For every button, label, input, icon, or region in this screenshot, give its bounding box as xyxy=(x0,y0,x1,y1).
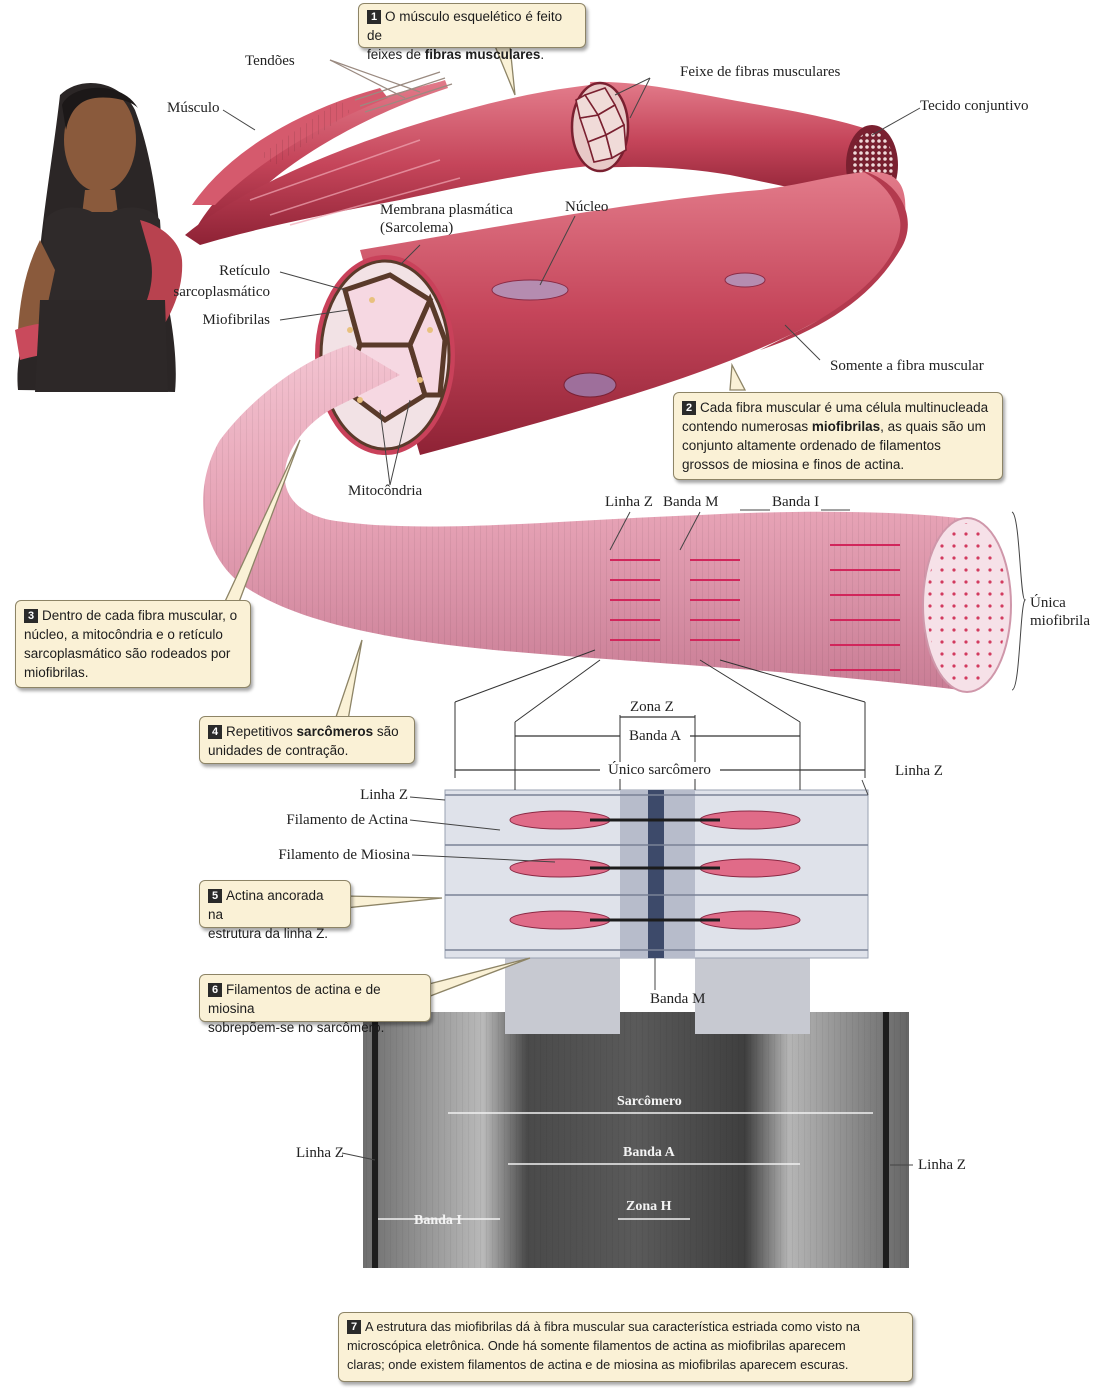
sarcoplasmic-reticulum-label-1: Retículo xyxy=(200,263,270,280)
callout-3-line-3: sarcoplasmático são rodeados por xyxy=(24,646,230,661)
callout-2-bold: miofibrilas xyxy=(812,419,880,434)
callout-4: 4 Repetitivos sarcômeros são unidades de … xyxy=(199,716,415,764)
callout-3-line-4: miofibrilas. xyxy=(24,665,89,680)
callout-4-line-2: unidades de contração. xyxy=(208,743,348,758)
electron-micrograph xyxy=(363,1012,909,1268)
callout-4-number: 4 xyxy=(208,725,222,739)
callout-2-line-2-post: , as quais são um xyxy=(880,419,986,434)
callout-7-line-3: claras; onde existem filamentos de actin… xyxy=(347,1357,848,1372)
callout-3: 3 Dentro de cada fibra muscular, o núcleo… xyxy=(15,600,251,688)
callout-6-number: 6 xyxy=(208,983,222,997)
micro-z-line-left-label: Linha Z xyxy=(296,1145,344,1162)
callout-4-pre: Repetitivos xyxy=(226,724,297,739)
actin-filament-label: Filamento de Actina xyxy=(248,812,408,829)
i-band-top-label: Banda I xyxy=(770,494,821,511)
callout-7-number: 7 xyxy=(347,1320,361,1334)
single-sarcomere-label: Único sarcômero xyxy=(604,762,715,779)
single-myofibril-label-1: Única xyxy=(1030,595,1066,612)
callout-6-line-1: Filamentos de actina e de miosina xyxy=(208,982,381,1016)
callout-3-line-1: Dentro de cada fibra muscular, o xyxy=(42,608,237,623)
callout-4-bold: sarcômeros xyxy=(297,724,374,739)
mitochondria-label: Mitocôndria xyxy=(348,483,422,500)
z-line-top-label: Linha Z xyxy=(605,494,653,511)
nucleus-label: Núcleo xyxy=(565,199,608,216)
callout-2-line-1: Cada fibra muscular é uma célula multinu… xyxy=(700,400,988,415)
z-zone-label: Zona Z xyxy=(630,699,674,716)
callout-6-line-2: sobrepõem-se no sarcômero. xyxy=(208,1020,384,1035)
callout-5-line-1: Actina ancorada na xyxy=(208,888,324,922)
micro-i-band-label: Banda I xyxy=(414,1212,462,1229)
tendons-label: Tendões xyxy=(245,53,295,70)
callout-5-number: 5 xyxy=(208,889,222,903)
callout-2-line-4: grossos de miosina e finos de actina. xyxy=(682,457,904,472)
sarcolemma-label: (Sarcolema) xyxy=(380,220,453,237)
m-band-mid-label: Banda M xyxy=(650,991,705,1008)
connective-tissue-label: Tecido conjuntivo xyxy=(920,98,1029,115)
callout-1-post: . xyxy=(540,47,544,62)
person-illustration xyxy=(15,83,182,392)
micro-sarcomere-label: Sarcômero xyxy=(617,1093,682,1110)
callout-7-line-1: A estrutura das miofibrilas dá à fibra m… xyxy=(365,1319,860,1334)
callout-1-line-2: feixes de xyxy=(367,47,425,62)
callout-4-post: são xyxy=(373,724,399,739)
callout-1-number: 1 xyxy=(367,10,381,24)
only-fiber-label: Somente a fibra muscular xyxy=(830,358,984,375)
callout-1-line-1: O músculo esquelético é feito de xyxy=(367,9,562,43)
callout-7: 7 A estrutura das miofibrilas dá à fibra … xyxy=(338,1312,913,1382)
m-band-top-label: Banda M xyxy=(663,494,718,511)
callout-3-number: 3 xyxy=(24,609,38,623)
callout-3-line-2: núcleo, a mitocôndria e o retículo xyxy=(24,627,223,642)
a-band-label: Banda A xyxy=(627,728,683,745)
muscle-label: Músculo xyxy=(167,100,220,117)
sarcoplasmic-reticulum-label-2: sarcoplasmático xyxy=(170,284,270,301)
callout-1-bold: fibras musculares xyxy=(425,47,541,62)
z-line-left-label: Linha Z xyxy=(330,787,408,804)
micro-h-zone-label: Zona H xyxy=(626,1198,672,1215)
single-myofibril-label-2: miofibrila xyxy=(1030,613,1090,630)
blank-area xyxy=(0,1126,272,1388)
myofibrils-label: Miofibrilas xyxy=(190,312,270,329)
callout-2-line-3: conjunto altamente ordenado de filamento… xyxy=(682,438,941,453)
callout-2-line-2-pre: contendo numerosas xyxy=(682,419,812,434)
callout-7-line-2: microscópica eletrônica. Onde há somente… xyxy=(347,1338,846,1353)
fiber-bundle-label: Feixe de fibras musculares xyxy=(680,64,840,81)
micro-a-band-label: Banda A xyxy=(623,1144,675,1161)
plasma-membrane-label: Membrana plasmática xyxy=(380,202,513,219)
callout-2: 2 Cada fibra muscular é uma célula multin… xyxy=(673,392,1003,480)
callout-2-number: 2 xyxy=(682,401,696,415)
micro-z-line-right-label: Linha Z xyxy=(918,1157,966,1174)
myosin-filament-label: Filamento de Miosina xyxy=(240,847,410,864)
callout-5-line-2: estrutura da linha Z. xyxy=(208,926,328,941)
z-line-right-label: Linha Z xyxy=(895,763,943,780)
